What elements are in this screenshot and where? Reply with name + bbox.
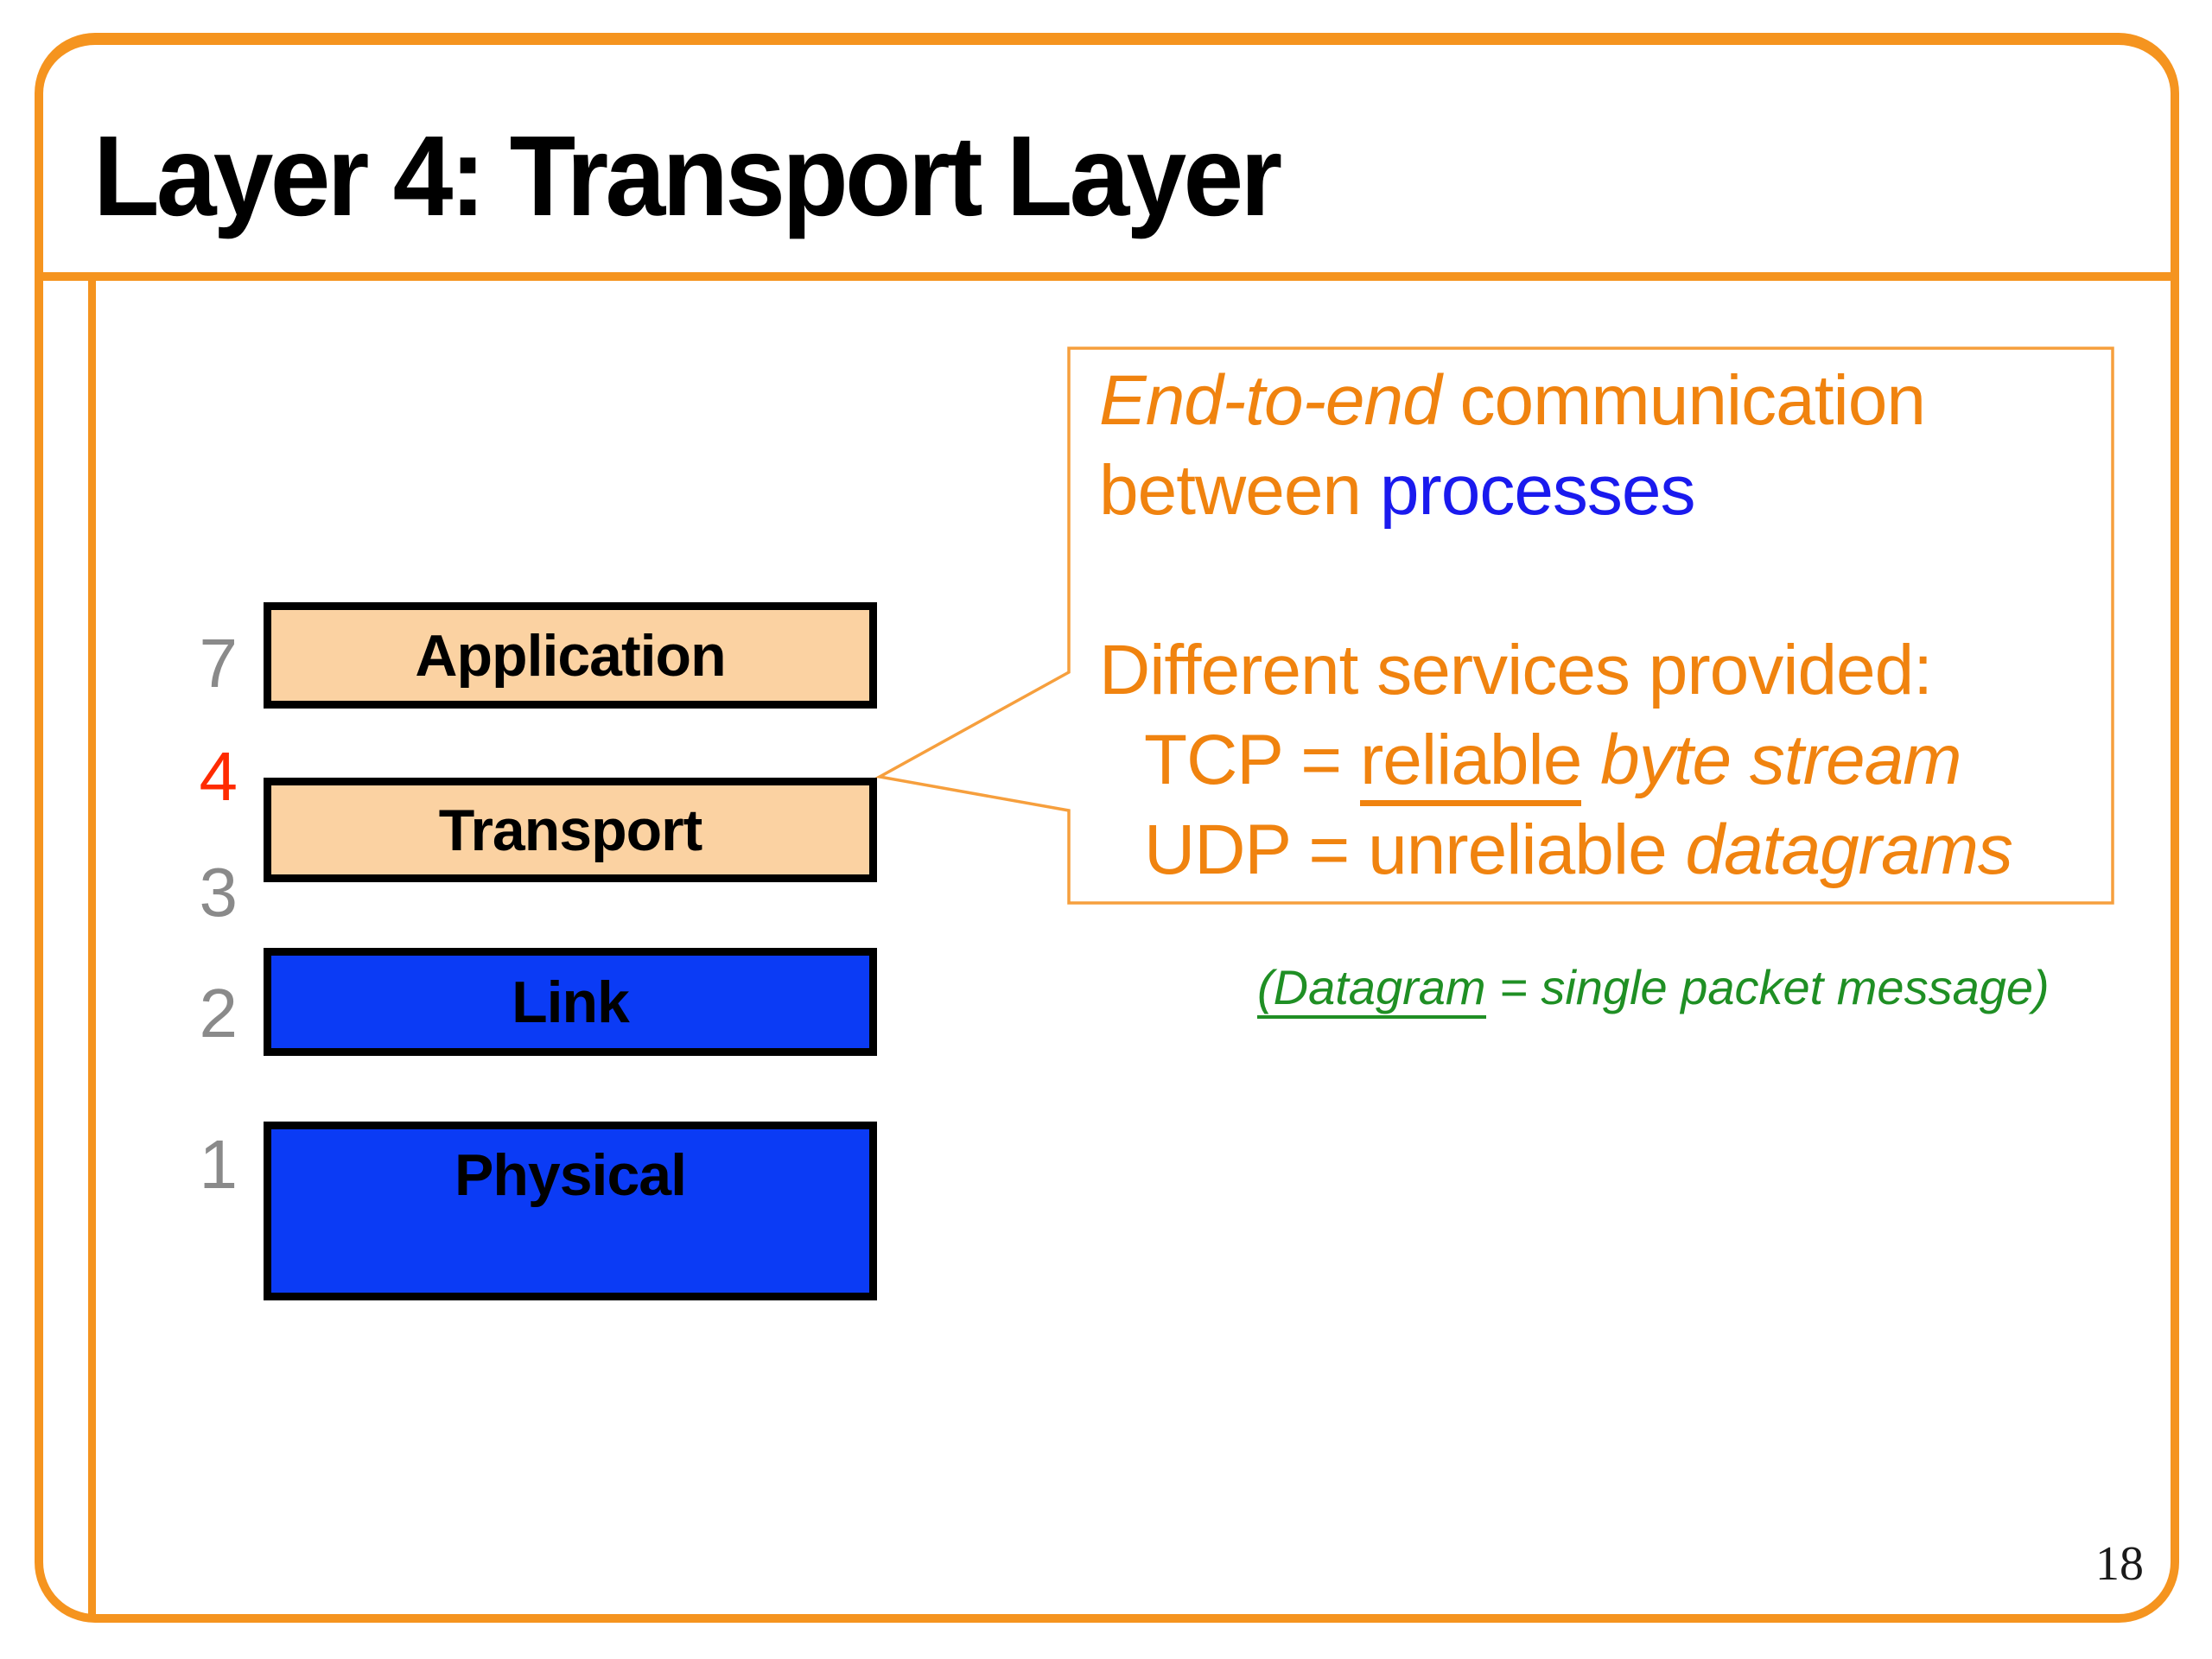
callout-blank-line	[1099, 536, 2101, 626]
page-title: Layer 4: Transport Layer	[93, 112, 1282, 239]
left-vertical-rule	[88, 272, 96, 1614]
title-separator	[43, 272, 2171, 281]
layer-number-2: 2	[199, 975, 238, 1052]
callout-line-tcp: TCP = reliable byte stream	[1099, 715, 2101, 806]
bytestream-italic: byte stream	[1581, 721, 1961, 799]
callout-text: End-to-end communication between process…	[1099, 356, 2101, 895]
datagrams-italic: datagrams	[1685, 810, 2012, 889]
reliable-underlined: reliable	[1359, 721, 1582, 806]
datagram-underlined: (Datagram	[1257, 960, 1486, 1019]
layer-box-physical: Physical	[264, 1122, 877, 1300]
callout-line-udp: UDP = unreliable datagrams	[1099, 805, 2101, 895]
datagram-note: (Datagram = single packet message)	[1257, 957, 2050, 1019]
callout-bubble	[874, 346, 2114, 905]
layer-number-1: 1	[199, 1126, 238, 1203]
between-text: between	[1099, 451, 1380, 530]
layer-number-3: 3	[199, 854, 238, 931]
tcp-prefix: TCP =	[1144, 721, 1360, 799]
callout-line-between: between processes	[1099, 446, 2101, 536]
layer-number-4: 4	[199, 738, 238, 815]
callout-line-endtoend: End-to-end communication	[1099, 356, 2101, 446]
communication-text: communication	[1440, 361, 1926, 440]
layer-box-application: Application	[264, 602, 877, 709]
udp-prefix: UDP = unreliable	[1144, 810, 1686, 889]
page-number: 18	[2095, 1537, 2144, 1591]
callout-bubble-outline	[874, 346, 2114, 905]
endtoend-italic: End-to-end	[1099, 361, 1442, 440]
datagram-note-rest: = single packet message)	[1485, 960, 2050, 1014]
callout-line-services: Different services provided:	[1099, 631, 1933, 709]
layer-number-7: 7	[199, 625, 238, 702]
layer-box-transport: Transport	[264, 778, 877, 882]
processes-text: processes	[1379, 451, 1696, 530]
layer-box-link: Link	[264, 948, 877, 1056]
